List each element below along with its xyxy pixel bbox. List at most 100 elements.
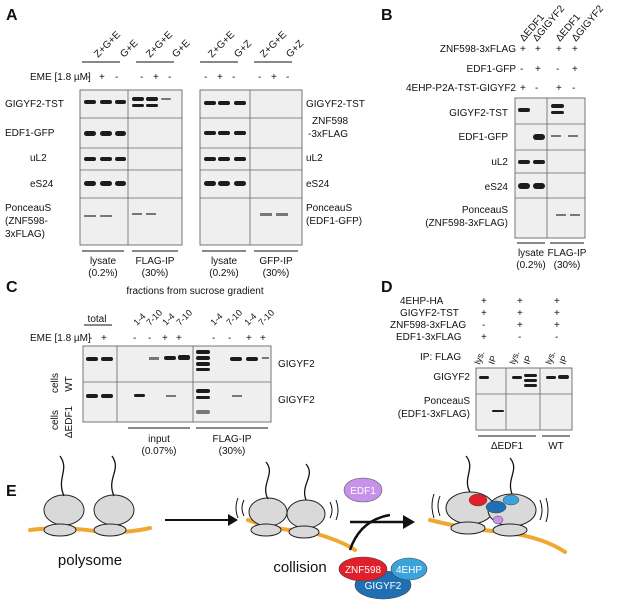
band [132, 213, 142, 215]
bottom-label: (0.2%) [516, 260, 545, 271]
bottom-label: (30%) [554, 260, 581, 271]
row-label: cells [50, 410, 61, 430]
lane-header: G+E [170, 38, 192, 60]
eme-label: EME [1.8 µM] [30, 72, 91, 83]
band-label: GIGYF2 [278, 359, 315, 370]
panel-b: B ΔEDF1 ΔGIGYF2 ΔEDF1 ΔGIGYF2 ZNF598-3xF… [381, 3, 606, 271]
band [196, 389, 210, 393]
znf598-mark [468, 493, 488, 507]
sign: - [140, 72, 143, 83]
lane-header: G+E [118, 38, 140, 60]
lane-header: 7-10 [144, 308, 164, 328]
lane-label: IP [521, 354, 533, 365]
sign: + [572, 44, 578, 55]
bottom-label: ΔEDF1 [491, 441, 524, 452]
sign: + [535, 64, 541, 75]
ribosome-large [248, 497, 288, 527]
band [100, 131, 112, 136]
sign: - [133, 333, 136, 344]
edf1-mark [492, 515, 504, 525]
condition-label: 4EHP-P2A-TST-GIGYF2 [406, 83, 516, 94]
lane-header: 1-4 [208, 311, 224, 327]
band [164, 356, 176, 360]
sign: + [481, 296, 487, 307]
lane-header: G+Z [284, 38, 306, 60]
lane-header: Z+G+E [258, 29, 289, 60]
band [558, 375, 569, 379]
band [524, 379, 537, 382]
row-label: uL2 [491, 157, 508, 168]
sign: - [535, 83, 538, 94]
row-label: (EDF1-GFP) [306, 216, 362, 227]
band [524, 374, 537, 377]
row-label: cells [50, 373, 61, 393]
sign: - [89, 333, 92, 344]
row-label: GIGYF2 [433, 372, 470, 383]
sign: + [162, 333, 168, 344]
sign: + [153, 72, 159, 83]
band [146, 104, 158, 107]
row-label: uL2 [306, 153, 323, 164]
band [100, 181, 112, 186]
condition-label: GIGYF2-TST [400, 308, 459, 319]
fourehp-mark [502, 494, 520, 506]
lane-header: 7-10 [174, 308, 194, 328]
band [149, 357, 159, 360]
band [230, 357, 242, 361]
sign: - [572, 83, 575, 94]
row-label: PonceauS [424, 396, 470, 407]
band [568, 135, 578, 137]
sign: + [554, 296, 560, 307]
lane-header: Z+G+E [206, 29, 237, 60]
bottom-label: FLAG-IP [213, 434, 252, 445]
row-label: 3xFLAG) [5, 229, 45, 240]
panel-e: E polysome collisio [6, 455, 567, 600]
lane-header: Z+G+E [144, 29, 175, 60]
row-label: EDF1-GFP [459, 132, 509, 143]
band [234, 157, 246, 161]
row-label: (EDF1-3xFLAG) [398, 409, 470, 420]
sign: - [555, 332, 558, 343]
band [204, 101, 216, 105]
znf598-label: ZNF598 [345, 565, 382, 576]
row-label: eS24 [485, 182, 509, 193]
band [518, 160, 530, 164]
fourehp-protein [390, 557, 428, 581]
band [218, 131, 230, 135]
band [84, 100, 96, 104]
band [479, 376, 489, 379]
band [100, 100, 112, 104]
band [570, 214, 580, 216]
panel-d: D 4EHP-HA + + + GIGYF2-TST + + + ZNF598-… [381, 279, 573, 452]
sign: + [271, 72, 277, 83]
lane-label: lys. [472, 350, 486, 366]
row-label: WT [64, 376, 75, 392]
lane-header: Z+G+E [92, 29, 123, 60]
sign: + [535, 44, 541, 55]
band [86, 357, 98, 361]
band [84, 131, 96, 136]
lane-header: 7-10 [256, 308, 276, 328]
sign: + [260, 333, 266, 344]
sign: + [517, 308, 523, 319]
gigyf2-mark [485, 500, 507, 514]
band [524, 384, 537, 387]
band [100, 215, 112, 217]
bottom-label: (30%) [142, 268, 169, 279]
panel-label-e: E [6, 483, 17, 500]
ip-label: IP: FLAG [420, 352, 461, 363]
band [246, 357, 258, 361]
band [556, 214, 566, 216]
band [234, 131, 246, 135]
sign: - [232, 72, 235, 83]
sign: - [482, 320, 485, 331]
edf1-label: EDF1 [350, 486, 376, 497]
lane-header: G+Z [232, 38, 254, 60]
blot-a-left [79, 89, 183, 246]
sign: + [517, 296, 523, 307]
band [84, 215, 96, 217]
sign: - [204, 72, 207, 83]
row-label: PonceauS [462, 205, 508, 216]
bottom-label: lysate [518, 248, 545, 259]
panel-label-c: C [6, 279, 18, 296]
